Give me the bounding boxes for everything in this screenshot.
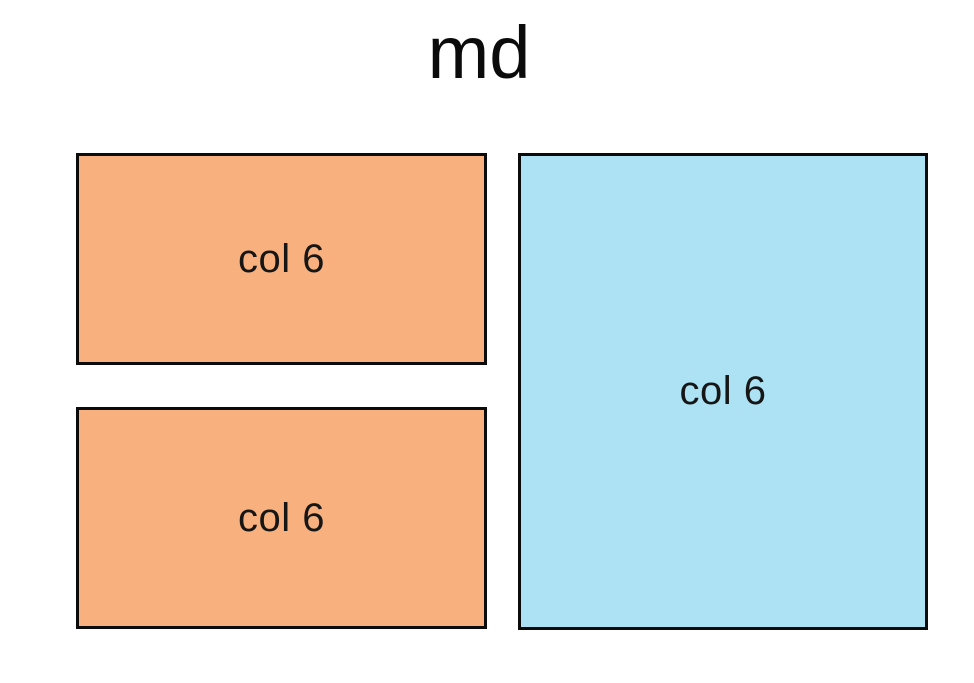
grid-box-label: col 6 (238, 236, 325, 281)
grid-box-col6-left-top: col 6 (76, 153, 487, 365)
grid-box-label: col 6 (238, 495, 325, 540)
grid-box-col6-left-bottom: col 6 (76, 407, 487, 629)
grid-box-col6-right: col 6 (518, 153, 928, 630)
breakpoint-title: md (427, 11, 531, 94)
grid-box-label: col 6 (679, 369, 767, 413)
